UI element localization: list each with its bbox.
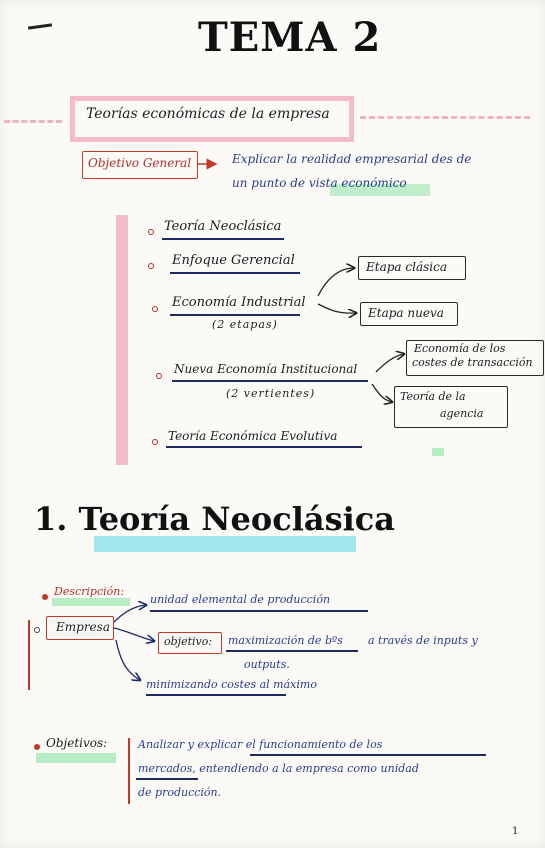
theory-3-underline (170, 314, 300, 316)
arrow-etapa-clasica (317, 268, 354, 297)
theory-5-underline (166, 446, 362, 448)
objetivo-label: objetivo: (164, 635, 213, 648)
bullet-1 (148, 229, 154, 235)
red-margin-line-1 (28, 620, 30, 690)
branch-2-line2: outputs. (244, 658, 290, 671)
bullet-2 (148, 263, 154, 269)
etapa-nueva-box (360, 302, 458, 326)
pink-dashes-right (360, 116, 530, 119)
branch-2-line1: maximización de bºs (228, 634, 343, 647)
agencia-l2: agencia (440, 407, 484, 420)
branch-2-rest: a través de inputs y (368, 634, 478, 647)
section-heading: 1. Teoría Neoclásica (34, 500, 395, 538)
branch-2-underline (226, 650, 358, 652)
arrow-branch-2 (113, 627, 154, 641)
heading-highlight (94, 536, 356, 552)
page-number: 1 (512, 826, 519, 837)
objetivo-general-text-1: Explicar la realidad empresarial des de (232, 152, 472, 166)
costes-transaccion-box (406, 340, 544, 376)
branch-1-underline (150, 610, 368, 612)
branch-3: minimizando costes al máximo (146, 678, 317, 691)
red-margin-line-2 (128, 738, 130, 804)
objetivos-line-3: de producción. (138, 786, 222, 799)
bullet-5 (152, 439, 158, 445)
costes-transaccion-l1: Economía de los (414, 342, 506, 355)
objetivo-box (158, 632, 222, 654)
objetivo-general-text-2: un punto de vista económico (232, 176, 407, 190)
objetivos-line-2: mercados, entendiendo a la empresa como … (138, 762, 419, 775)
agencia-l1: Teoría de la (400, 390, 466, 403)
arrow-etapa-nueva (317, 303, 356, 313)
etapa-nueva: Etapa nueva (368, 306, 444, 320)
bullet-4 (156, 373, 162, 379)
theory-1-underline (162, 238, 284, 240)
theory-3: Economía Industrial (172, 295, 306, 310)
arrow-branch-1 (113, 605, 146, 623)
bullet-desc (42, 594, 48, 600)
green-highlight-obj (36, 753, 116, 763)
objetivos-label: Objetivos: (46, 736, 108, 750)
green-mark-right (432, 448, 444, 456)
arrow-agencia (371, 383, 392, 402)
theory-4: Nueva Economía Institucional (174, 362, 358, 376)
etapa-clasica: Etapa clásica (366, 260, 447, 274)
branch-1: unidad elemental de producción (150, 593, 331, 606)
bullet-3 (152, 306, 158, 312)
theory-3-note: (2 etapas) (212, 318, 278, 331)
green-highlight-desc (52, 598, 130, 606)
objetivo-general-label: Objetivo General (88, 156, 192, 170)
objetivos-underline-1 (250, 754, 486, 756)
green-highlight-1 (330, 184, 430, 196)
objetivos-underline-2 (136, 778, 198, 780)
theory-4-note: (2 vertientes) (226, 387, 316, 400)
theory-4-underline (172, 380, 368, 382)
empresa-box (46, 616, 114, 640)
theory-1: Teoría Neoclásica (164, 219, 282, 234)
arrow-branch-3 (115, 639, 140, 680)
objetivo-general-box (82, 151, 198, 179)
arrow-costes (375, 354, 404, 373)
top-left-mark (27, 23, 53, 30)
theory-5: Teoría Económica Evolutiva (168, 429, 338, 443)
empresa-label: Empresa (56, 620, 110, 634)
agencia-box (394, 386, 508, 428)
descripcion-label: Descripción: (54, 585, 125, 598)
theory-2-underline (170, 272, 300, 274)
objetivos-line-1: Analizar y explicar el funcionamiento de… (138, 738, 383, 751)
theory-2: Enfoque Gerencial (172, 253, 295, 268)
page-title: TEMA 2 (198, 14, 382, 61)
bullet-obj (34, 744, 40, 750)
branch-3-underline (146, 694, 286, 696)
subtitle: Teorías económicas de la empresa (86, 106, 330, 122)
costes-transaccion-l2: costes de transacción (412, 356, 533, 369)
etapa-clasica-box (358, 256, 466, 280)
pink-dashes-left (4, 120, 62, 123)
pink-side-bar (116, 215, 128, 465)
small-circle-1 (34, 627, 40, 633)
subtitle-box (70, 96, 354, 142)
